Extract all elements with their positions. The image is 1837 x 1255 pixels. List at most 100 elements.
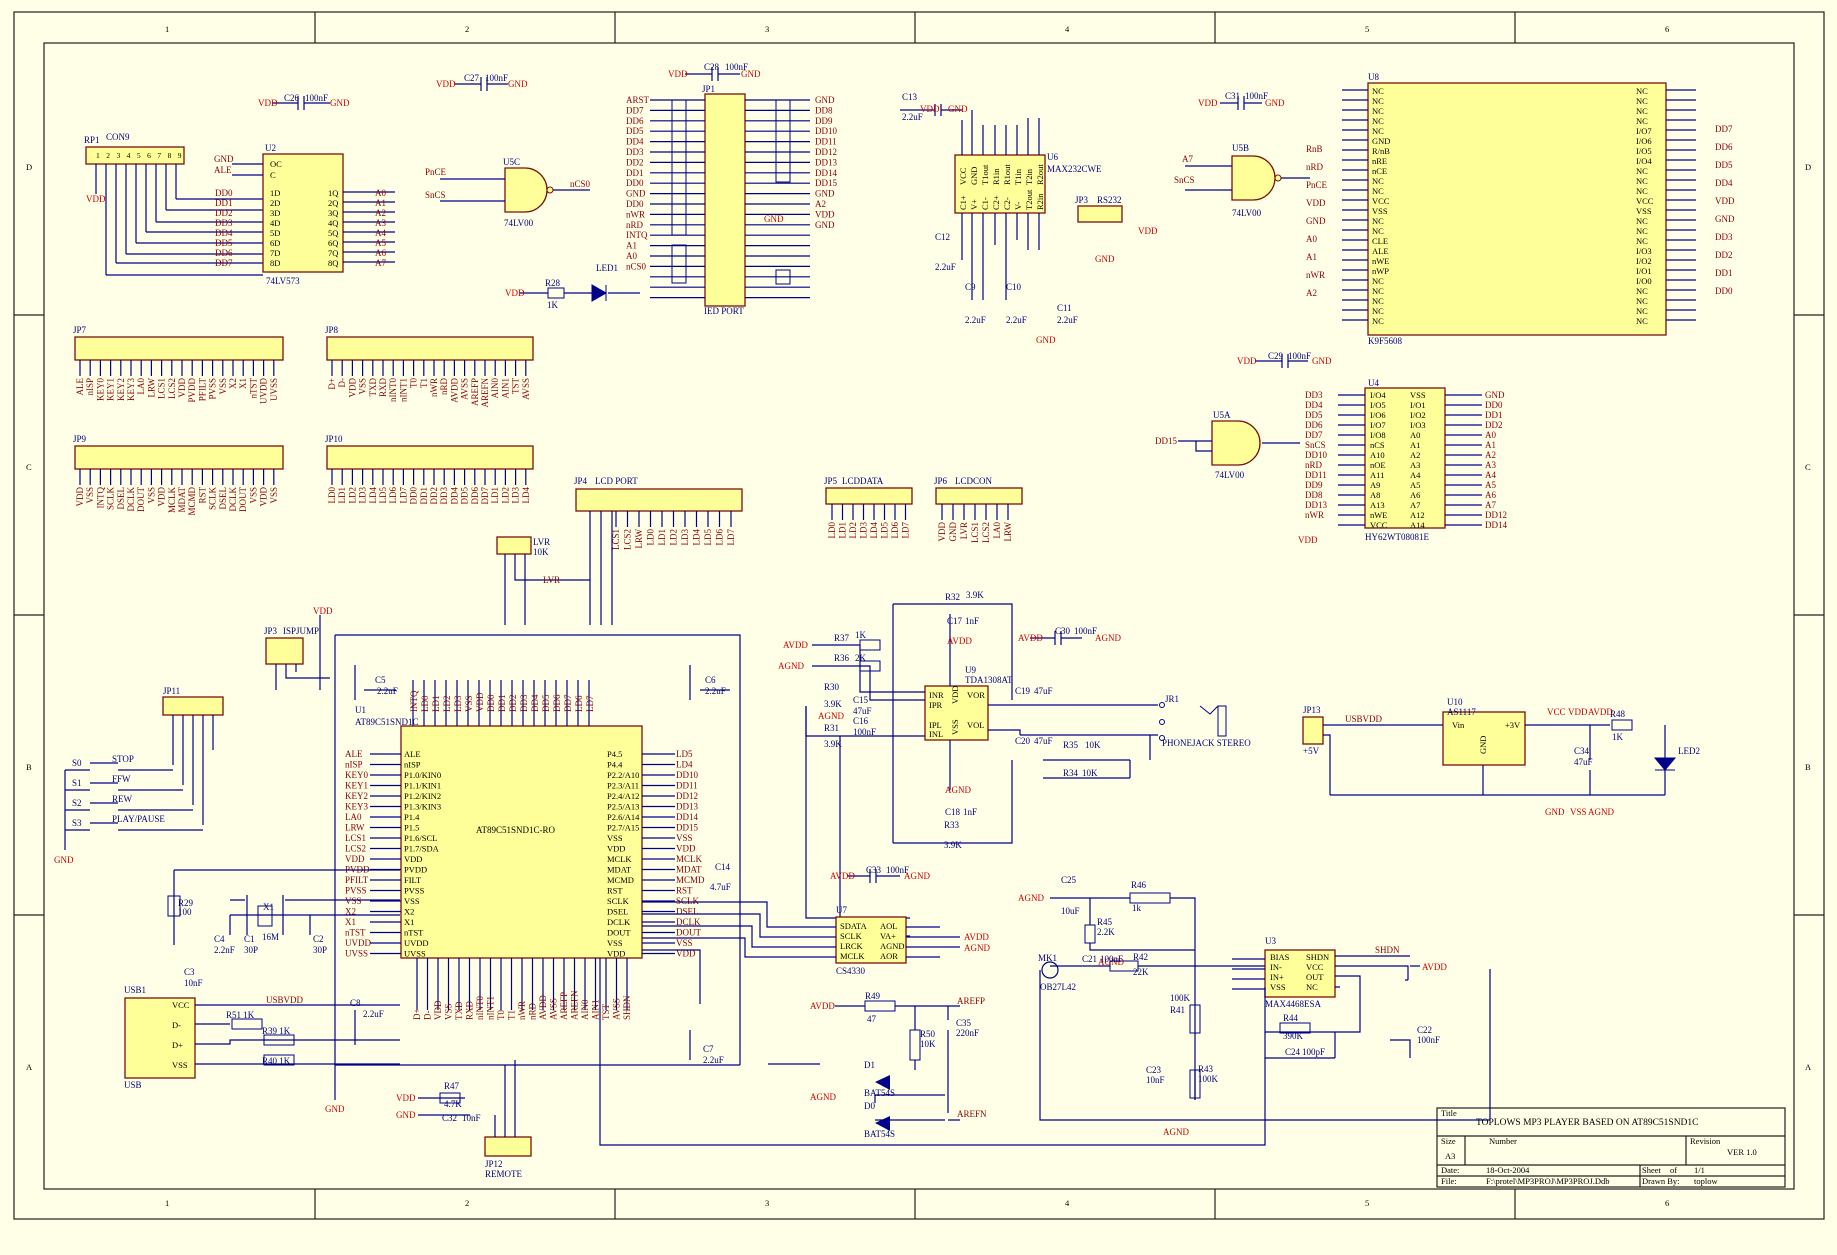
row-label-right-2: B xyxy=(1805,762,1811,772)
col-label-top-2: 3 xyxy=(765,24,769,34)
u10-gnd: GND xyxy=(1478,736,1488,754)
c21-label: C21 xyxy=(1082,954,1097,964)
u4-lpin-9: A9 xyxy=(1370,480,1380,490)
jp1-right-net-10: A2 xyxy=(815,199,826,209)
jp1-right-net-8: DD15 xyxy=(815,178,837,188)
c4-value: 2.2nF xyxy=(214,945,235,955)
c27-label: C27 xyxy=(464,73,480,83)
jp7-nets-12: PFILT xyxy=(197,378,207,402)
r45-agnd: AGND xyxy=(1098,957,1124,967)
c8-value: 2.2uF xyxy=(363,1009,384,1019)
u4-lnet-4: DD7 xyxy=(1305,430,1323,440)
u4-lpin-6: A10 xyxy=(1370,450,1385,460)
jp10-nets-9: DD1 xyxy=(419,487,429,505)
u8-rpin-22: NC xyxy=(1636,306,1648,316)
c20-label: C20 xyxy=(1015,736,1031,746)
arefn-net: AREFN xyxy=(957,1109,987,1119)
c30-label: C30 xyxy=(1055,626,1071,636)
switch-ref-3: S3 xyxy=(72,818,82,828)
c35-label: C35 xyxy=(956,1018,972,1028)
u2-in-net-7: DD7 xyxy=(215,258,233,268)
u1-bnet-14: AREFP xyxy=(559,992,569,1020)
r50-label: R50 xyxy=(920,1029,936,1039)
u1-tnet-4: LD3 xyxy=(453,695,463,712)
c26-gnd: GND xyxy=(330,98,350,108)
sheet-of-label: of xyxy=(1670,1165,1677,1175)
u6-top-pin-1: GND xyxy=(969,167,979,185)
u8-lpin-6: R/nB xyxy=(1372,146,1390,156)
u6-top-pin-5: T1in xyxy=(1013,168,1023,185)
jp1-right-net-12: GND xyxy=(815,220,835,230)
u2-out-pin-5: 6Q xyxy=(328,238,338,248)
jp1-right-nets: GNDDD8DD9DD10DD11DD12DD13DD14DD15GNDA2VD… xyxy=(815,95,837,230)
u7-lpin-2: LRCK xyxy=(840,941,864,951)
c2-label: C2 xyxy=(313,934,324,944)
u1-lnet-10: VDD xyxy=(345,854,365,864)
u1-rpin-11: MDAT xyxy=(607,865,632,875)
u1-rpin-17: DOUT xyxy=(607,928,631,938)
u2-out-net-4: A4 xyxy=(375,228,386,238)
r37-label: R37 xyxy=(834,633,850,643)
u1-rnet-3: DD11 xyxy=(676,781,698,791)
jp7-nets-0: ALE xyxy=(75,378,85,396)
jp7-nets-3: KEY1 xyxy=(106,378,116,401)
led1-vdd: VDD xyxy=(505,288,525,298)
u8-rpin-4: I/O7 xyxy=(1636,126,1652,136)
d1-part: BAT54S xyxy=(864,1088,895,1098)
r48-ref: R48 xyxy=(1610,709,1626,719)
jr1-ref: JR1 xyxy=(1165,694,1179,704)
jp10-nets-1: LD1 xyxy=(337,487,347,504)
r45-label: R45 xyxy=(1097,917,1113,927)
u1-lnet-6: LA0 xyxy=(345,812,362,822)
c24-value: 100pF xyxy=(1302,1047,1325,1057)
r46-label: R46 xyxy=(1131,880,1147,890)
u2-in-pin-3: 4D xyxy=(270,218,280,228)
c33-value: 100nF xyxy=(886,865,909,875)
jp7-nets-16: X1 xyxy=(238,378,248,389)
jp1-name: IED PORT xyxy=(704,306,744,316)
u1-rnet-17: DOUT xyxy=(676,928,701,938)
u7-lpin-0: SDATA xyxy=(840,921,868,931)
jp8-nets-3: VSS xyxy=(358,378,368,395)
u8-lnet-3: VDD xyxy=(1306,198,1326,208)
reg-gnd: GND xyxy=(1545,807,1565,817)
r43-value: 100K xyxy=(1198,1074,1219,1084)
c20-value: 47uF xyxy=(1034,736,1053,746)
c7-label: C7 xyxy=(703,1044,714,1054)
c29-value: 100nF xyxy=(1288,351,1311,361)
u4-rnet-5: A1 xyxy=(1485,440,1496,450)
jp1-left-net-2: DD6 xyxy=(626,116,644,126)
u7-dac: U7 CS4330 SDATASCLKLRCKMCLKAOLVA+AGNDAOR… xyxy=(642,865,990,976)
u9-pin-0: INR xyxy=(929,690,944,700)
con9-name: CON9 xyxy=(106,132,130,142)
u1-rnet-12: MCMD xyxy=(676,875,705,885)
r37-value: 1K xyxy=(855,630,867,640)
u1-bnet-9: T1 xyxy=(507,1010,517,1020)
u4-rpin-11: A7 xyxy=(1410,500,1420,510)
u5b-part: 74LV00 xyxy=(1232,208,1262,218)
u1-rnet-2: DD10 xyxy=(676,770,698,780)
u8-lpin-8: nCE xyxy=(1372,166,1387,176)
u1-lnet-9: LCS2 xyxy=(345,844,366,854)
c11-label: C11 xyxy=(1057,303,1072,313)
jp8-nets-6: nINT0 xyxy=(388,378,398,402)
u4-lpin-10: A8 xyxy=(1370,490,1380,500)
u8-rpin-20: NC xyxy=(1636,286,1648,296)
u1-tnet-7: DD0 xyxy=(486,694,496,712)
c9-value: 2.2uF xyxy=(965,315,986,325)
u2-in-pin-7: 8D xyxy=(270,258,280,268)
r49-value: 47 xyxy=(867,1014,877,1024)
c6-label: C6 xyxy=(705,675,716,685)
u1-rnet-0: LD5 xyxy=(676,749,693,759)
c33-avdd: AVDD xyxy=(830,871,855,881)
row-label-right-0: D xyxy=(1805,162,1811,172)
jr1-name: PHONEJACK STEREO xyxy=(1162,738,1251,748)
jp9-nets-19: VSS xyxy=(269,487,279,504)
jp1-right-net-9: GND xyxy=(815,189,835,199)
border-row-ticks xyxy=(14,314,1824,916)
